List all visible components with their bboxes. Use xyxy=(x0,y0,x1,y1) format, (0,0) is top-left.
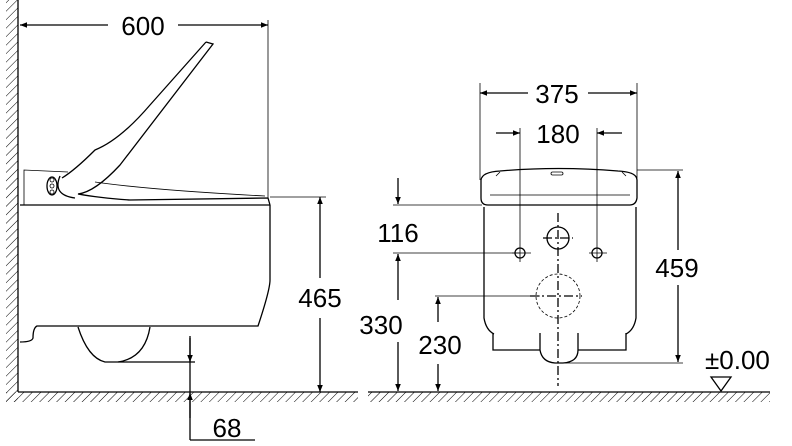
dimension-width-front: 375 xyxy=(535,79,578,109)
dimension-underside-clearance: 68 xyxy=(213,413,242,443)
floor-level-label: ±0.00 xyxy=(705,345,770,375)
floor-left xyxy=(6,391,358,402)
dimension-fixing-spacing: 180 xyxy=(536,119,579,149)
dimension-seat-height: 465 xyxy=(298,283,341,313)
dimension-outlet-height: 230 xyxy=(418,330,461,360)
front-view-toilet xyxy=(480,167,638,386)
floor-level-marker-icon xyxy=(709,376,733,393)
dimension-total-height: 459 xyxy=(655,253,698,283)
floor-right xyxy=(368,391,770,402)
dimension-fixing-height: 330 xyxy=(359,310,402,340)
dimension-seat-to-fixing: 116 xyxy=(377,218,418,248)
wall xyxy=(6,0,19,402)
dimension-width-side: 600 xyxy=(121,11,164,41)
side-view-toilet xyxy=(19,41,271,363)
